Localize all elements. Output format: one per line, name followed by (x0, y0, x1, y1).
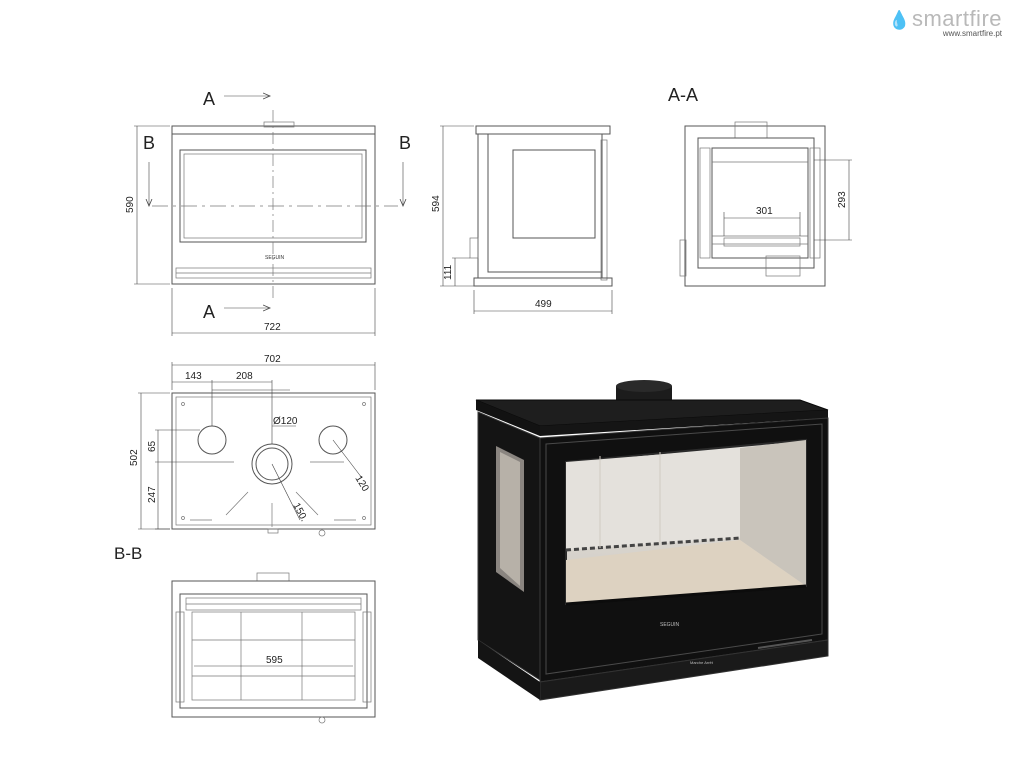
section-bb-label: B-B (114, 544, 142, 563)
front-logo: SEGUIN (265, 255, 285, 261)
dim-top-208: 208 (236, 371, 253, 382)
dim-top-flue-diameter: Ø120 (273, 416, 298, 427)
product-control-lever (757, 639, 813, 649)
dim-top-150: 150. (290, 501, 309, 523)
product-panel-label: Marche Arrêt (690, 660, 714, 665)
brand-name: smartfire (911, 6, 1002, 31)
top-flue-inner (255, 447, 289, 481)
dim-bb-width: 595 (266, 655, 283, 666)
side-door-hinge (600, 139, 608, 281)
dim-side-height: 594 (431, 195, 442, 212)
product-firebed (566, 540, 806, 604)
section-bb-floor (191, 611, 356, 701)
dim-top-143: 143 (185, 371, 202, 382)
product-photo: SEGUIN Marche Arrêt (475, 380, 829, 701)
dim-top-65: 65 (147, 440, 158, 452)
dim-aa-width: 301 (756, 206, 773, 217)
section-aa-label: A-A (668, 85, 698, 105)
section-a-label-bottom: A (203, 302, 215, 322)
section-bb: B-B 595 (114, 544, 376, 724)
front-view: SEGUIN A A B B 722 590 (125, 89, 411, 336)
side-body (477, 133, 603, 279)
dim-top-depth: 502 (129, 449, 140, 466)
top-plate (171, 392, 376, 530)
section-b-label-right: B (399, 133, 411, 153)
dim-front-height: 590 (125, 196, 136, 213)
side-glass (512, 149, 596, 239)
section-b-label-left: B (143, 133, 155, 153)
flame-icon: 💧 (888, 10, 911, 30)
section-aa-outline (684, 125, 826, 287)
dim-top-width: 702 (264, 354, 281, 365)
section-aa: A-A 301 293 (668, 85, 852, 287)
side-view: 594 111 499 (431, 125, 613, 314)
product-logo: SEGUIN (660, 622, 680, 628)
dim-aa-height: 293 (837, 191, 848, 208)
dim-front-width: 722 (264, 322, 281, 333)
dim-top-120: 120 (352, 474, 370, 494)
dim-side-base: 111 (443, 264, 454, 280)
front-body (171, 133, 376, 285)
top-air-hole-right (318, 425, 348, 455)
top-air-hole-left (197, 425, 227, 455)
section-a-label-top: A (203, 89, 215, 109)
dim-side-depth: 499 (535, 299, 552, 310)
brand-url: www.smartfire.pt (942, 29, 1002, 38)
section-bb-outline (171, 580, 376, 718)
dim-top-247: 247 (147, 486, 158, 503)
side-base (473, 277, 613, 287)
top-view: 702 143 208 Ø120 502 65 247 120 150. (129, 354, 376, 537)
brand-logo: 💧smartfire www.smartfire.pt (888, 6, 1002, 38)
